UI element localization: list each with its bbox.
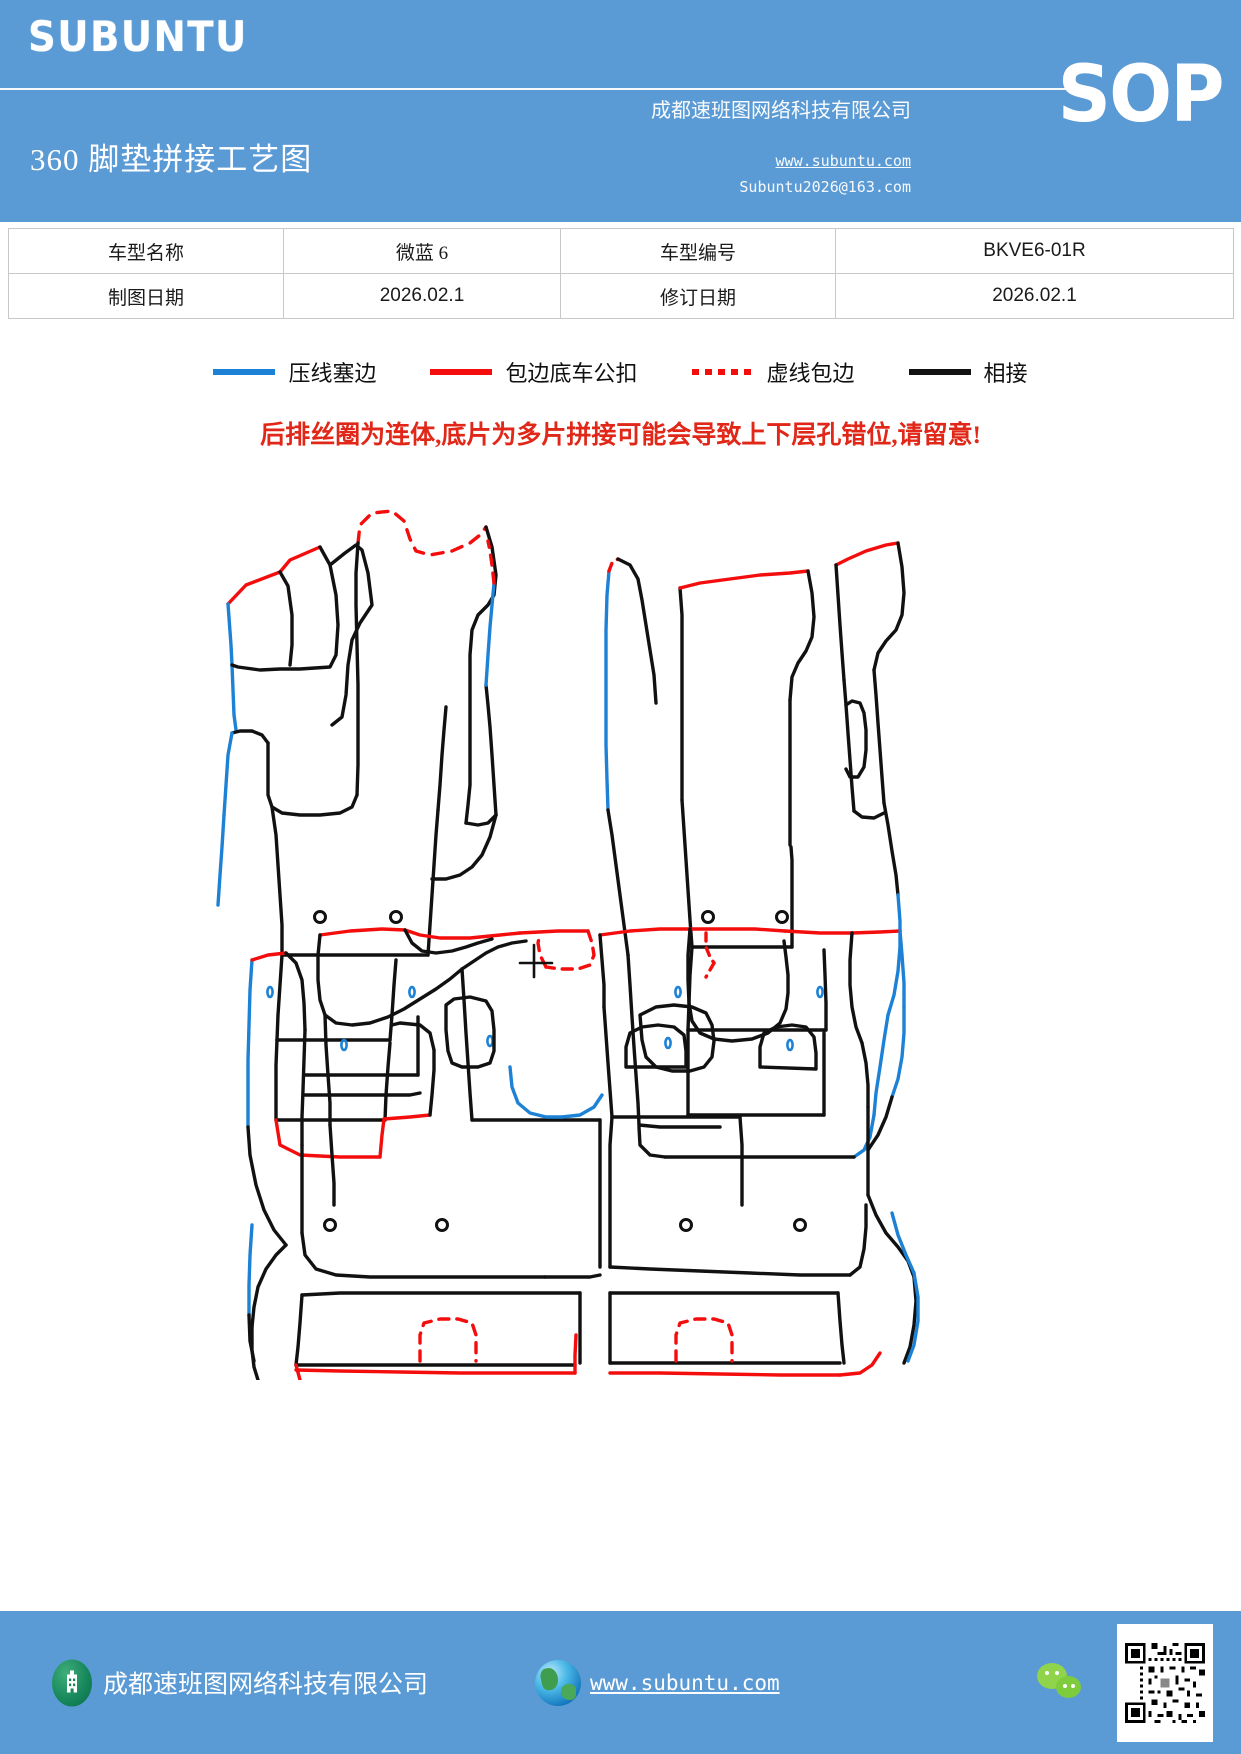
building-icon bbox=[52, 1659, 92, 1706]
drawing-legend: 压线塞边 包边底车公扣 虚线包边 相接 bbox=[0, 356, 1241, 388]
value-model-code: BKVE6-01R bbox=[835, 228, 1234, 274]
label-draw-date: 制图日期 bbox=[8, 273, 284, 319]
table-row: 制图日期 2026.02.1 修订日期 2026.02.1 bbox=[8, 273, 1234, 319]
wechat-eye-dot bbox=[1055, 1670, 1059, 1675]
qr-code[interactable] bbox=[1117, 1623, 1213, 1742]
warning-note: 后排丝圈为连体,底片为多片拼接可能会导致上下层孔错位,请留意! bbox=[260, 422, 981, 449]
table-row: 车型名称 微蓝 6 车型编号 BKVE6-01R bbox=[8, 228, 1234, 274]
legend-label: 相接 bbox=[983, 361, 1028, 386]
legend-swatch-dashed-line-icon bbox=[691, 369, 754, 375]
wechat-eye-dot bbox=[1063, 1683, 1067, 1688]
rear-left-mat-assembly bbox=[246, 927, 604, 1380]
value-revision-date: 2026.02.1 bbox=[835, 273, 1234, 319]
front-left-mat-assembly bbox=[216, 509, 498, 1159]
front-right-mat-assembly bbox=[604, 541, 906, 1159]
legend-label: 压线塞边 bbox=[288, 361, 377, 386]
value-model-name: 微蓝 6 bbox=[283, 228, 561, 274]
floor-mat-outline-drawing bbox=[216, 509, 920, 1380]
sop-badge: SOP bbox=[1058, 50, 1225, 140]
footer-company-block: 成都速班图网络科技有限公司 bbox=[52, 1659, 428, 1706]
legend-item-red-edge: 包边底车公扣 bbox=[430, 356, 638, 388]
wechat-eye-dot bbox=[1045, 1670, 1049, 1675]
wechat-icon bbox=[1037, 1661, 1089, 1705]
label-revision-date: 修订日期 bbox=[560, 273, 836, 319]
legend-label: 包边底车公扣 bbox=[505, 361, 638, 386]
legend-item-join: 相接 bbox=[908, 356, 1028, 388]
document-header: SUBUNTU 360 脚垫拼接工艺图 成都速班图网络科技有限公司 www.su… bbox=[0, 0, 1241, 222]
legend-swatch-blue-line-icon bbox=[213, 369, 276, 375]
rear-right-mat-assembly bbox=[294, 927, 920, 1380]
footer-website-link[interactable]: www.subuntu.com bbox=[590, 1670, 780, 1695]
label-model-name: 车型名称 bbox=[8, 228, 284, 274]
brand-logo: SUBUNTU bbox=[28, 12, 248, 61]
document-footer: 成都速班图网络科技有限公司 www.subuntu.com bbox=[0, 1611, 1241, 1754]
legend-item-blue-edge: 压线塞边 bbox=[213, 356, 376, 388]
header-email-address: Subuntu2026@163.com bbox=[739, 178, 911, 196]
legend-label: 虚线包边 bbox=[766, 361, 855, 386]
globe-icon bbox=[535, 1659, 581, 1706]
label-model-code: 车型编号 bbox=[560, 228, 836, 274]
legend-item-dashed-edge: 虚线包边 bbox=[691, 356, 855, 388]
technical-drawing-area bbox=[0, 455, 1241, 1380]
vehicle-info-table: 车型名称 微蓝 6 车型编号 BKVE6-01R 制图日期 2026.02.1 … bbox=[8, 228, 1234, 319]
header-website-link[interactable]: www.subuntu.com bbox=[775, 152, 911, 170]
value-draw-date: 2026.02.1 bbox=[283, 273, 561, 319]
header-divider-rule bbox=[0, 88, 1090, 90]
legend-swatch-black-line-icon bbox=[908, 369, 971, 375]
page-title: 360 脚垫拼接工艺图 bbox=[30, 142, 313, 177]
footer-company-name: 成都速班图网络科技有限公司 bbox=[103, 1671, 429, 1699]
legend-swatch-red-line-icon bbox=[430, 369, 493, 375]
footer-website-block[interactable]: www.subuntu.com bbox=[535, 1659, 780, 1706]
wechat-eye-dot bbox=[1071, 1683, 1075, 1688]
header-company-name: 成都速班图网络科技有限公司 bbox=[651, 100, 911, 122]
wechat-bubble-small bbox=[1056, 1675, 1081, 1698]
